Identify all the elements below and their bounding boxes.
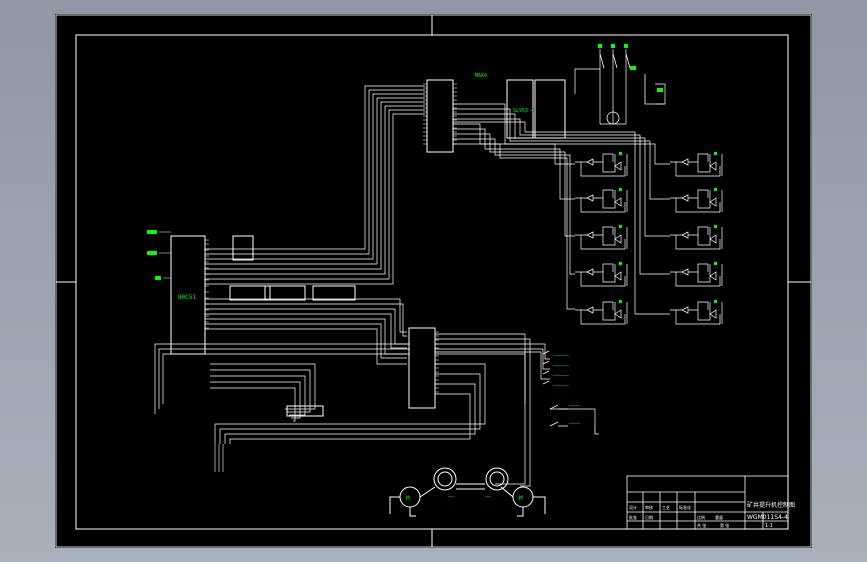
title-block <box>626 475 789 530</box>
stage-label-marker-2-1 <box>714 152 717 155</box>
svg-text:比例: 比例 <box>697 514 705 520</box>
right-label-3: ────── <box>552 374 570 379</box>
driver-stage-2-1 <box>670 153 723 177</box>
chip-pins <box>205 83 457 393</box>
switches <box>542 350 599 435</box>
title-block-cells: 设计 审核 工艺 标准化 批准 日期 比例 重量 共 张 第 张 <box>629 504 729 528</box>
driver-stage-2-4 <box>670 263 723 287</box>
inner-frame <box>75 34 789 530</box>
svg-text:审核: 审核 <box>645 504 653 510</box>
driver-stage-1-5 <box>575 301 628 325</box>
right-label-2: ────── <box>552 364 570 369</box>
stage-label-marker-2-4 <box>714 262 717 265</box>
driver-stage-1-3 <box>575 226 628 250</box>
stage-label-marker-1-5 <box>619 300 622 303</box>
ic-blocks <box>170 79 566 417</box>
driver-stage-2-2 <box>670 189 723 213</box>
bottom-right-label-2: ──── <box>568 422 580 427</box>
crystal-block <box>232 235 254 261</box>
right-motor-icon <box>512 486 534 508</box>
left-drum-icon <box>433 467 457 491</box>
driver-stage-2-3 <box>670 226 723 250</box>
transistor-stages <box>575 152 723 325</box>
motors <box>389 467 546 517</box>
bottom-right-label-1: ──── <box>568 404 580 409</box>
connector-block <box>286 405 324 417</box>
drawing-number: WGM011S4-4 <box>747 514 788 521</box>
power-labels <box>598 44 663 92</box>
stage-label-marker-1-2 <box>619 188 622 191</box>
left-motor-icon <box>399 486 421 508</box>
svg-text:设计: 设计 <box>629 504 637 510</box>
left-input-labels <box>147 230 161 280</box>
driver-label: MAX4 <box>475 73 487 79</box>
left-motor-label: M <box>406 495 410 502</box>
right-motor-label: M <box>519 495 523 502</box>
relay-block-b <box>534 79 566 139</box>
svg-text:批准: 批准 <box>629 514 637 520</box>
mcu-chip <box>170 235 206 355</box>
lower-driver-chip <box>408 327 436 409</box>
svg-text:工艺: 工艺 <box>662 505 670 510</box>
svg-text:重量: 重量 <box>715 514 723 520</box>
relay-block-a <box>506 79 534 139</box>
mcu-label: 80C51 <box>178 294 196 301</box>
relay-label: SL953-4 <box>513 108 534 114</box>
latch-chip-2 <box>264 285 306 301</box>
outer-frame <box>55 14 812 548</box>
stage-label-marker-2-5 <box>714 300 717 303</box>
driver-stage-2-5 <box>670 301 723 325</box>
left-inputs <box>159 231 224 472</box>
svg-text:标准化: 标准化 <box>679 504 691 510</box>
wire-bundles <box>154 49 670 487</box>
svg-text:第 张: 第 张 <box>720 522 729 528</box>
centering-marks <box>56 15 811 547</box>
svg-text:共 张: 共 张 <box>697 522 706 528</box>
drawing-name: 矿井提升机控制图 <box>747 501 795 509</box>
latch-chip-3 <box>312 285 356 301</box>
power-motor-icon <box>606 111 620 125</box>
schematic-diagram: 80C51 MAX4 SL953-4 ────── ────── ────── … <box>55 14 812 548</box>
drawing-scale: 1:1 <box>765 523 773 529</box>
right-drum-icon <box>485 467 509 491</box>
driver-stage-1-1 <box>575 153 628 177</box>
stage-label-marker-2-3 <box>714 225 717 228</box>
right-label-1: ────── <box>552 354 570 359</box>
latch-chip-1 <box>229 285 271 301</box>
right-labels: ────── ────── ────── ────── ──── ──── <box>552 354 580 427</box>
drum-label-right: ── <box>484 494 492 500</box>
drum-label-left: ── <box>447 494 455 500</box>
stage-label-marker-2-2 <box>714 188 717 191</box>
driver-stage-1-4 <box>575 263 628 287</box>
drawing-sheet: 80C51 MAX4 SL953-4 ────── ────── ────── … <box>55 14 812 548</box>
upper-driver-chip <box>426 79 454 153</box>
stage-label-marker-1-1 <box>619 152 622 155</box>
power-supply-circuit <box>599 53 665 125</box>
svg-text:日期: 日期 <box>645 514 653 520</box>
right-label-4: ────── <box>552 384 570 389</box>
stage-label-marker-1-3 <box>619 225 622 228</box>
stage-label-marker-1-4 <box>619 262 622 265</box>
driver-stage-1-2 <box>575 189 628 213</box>
